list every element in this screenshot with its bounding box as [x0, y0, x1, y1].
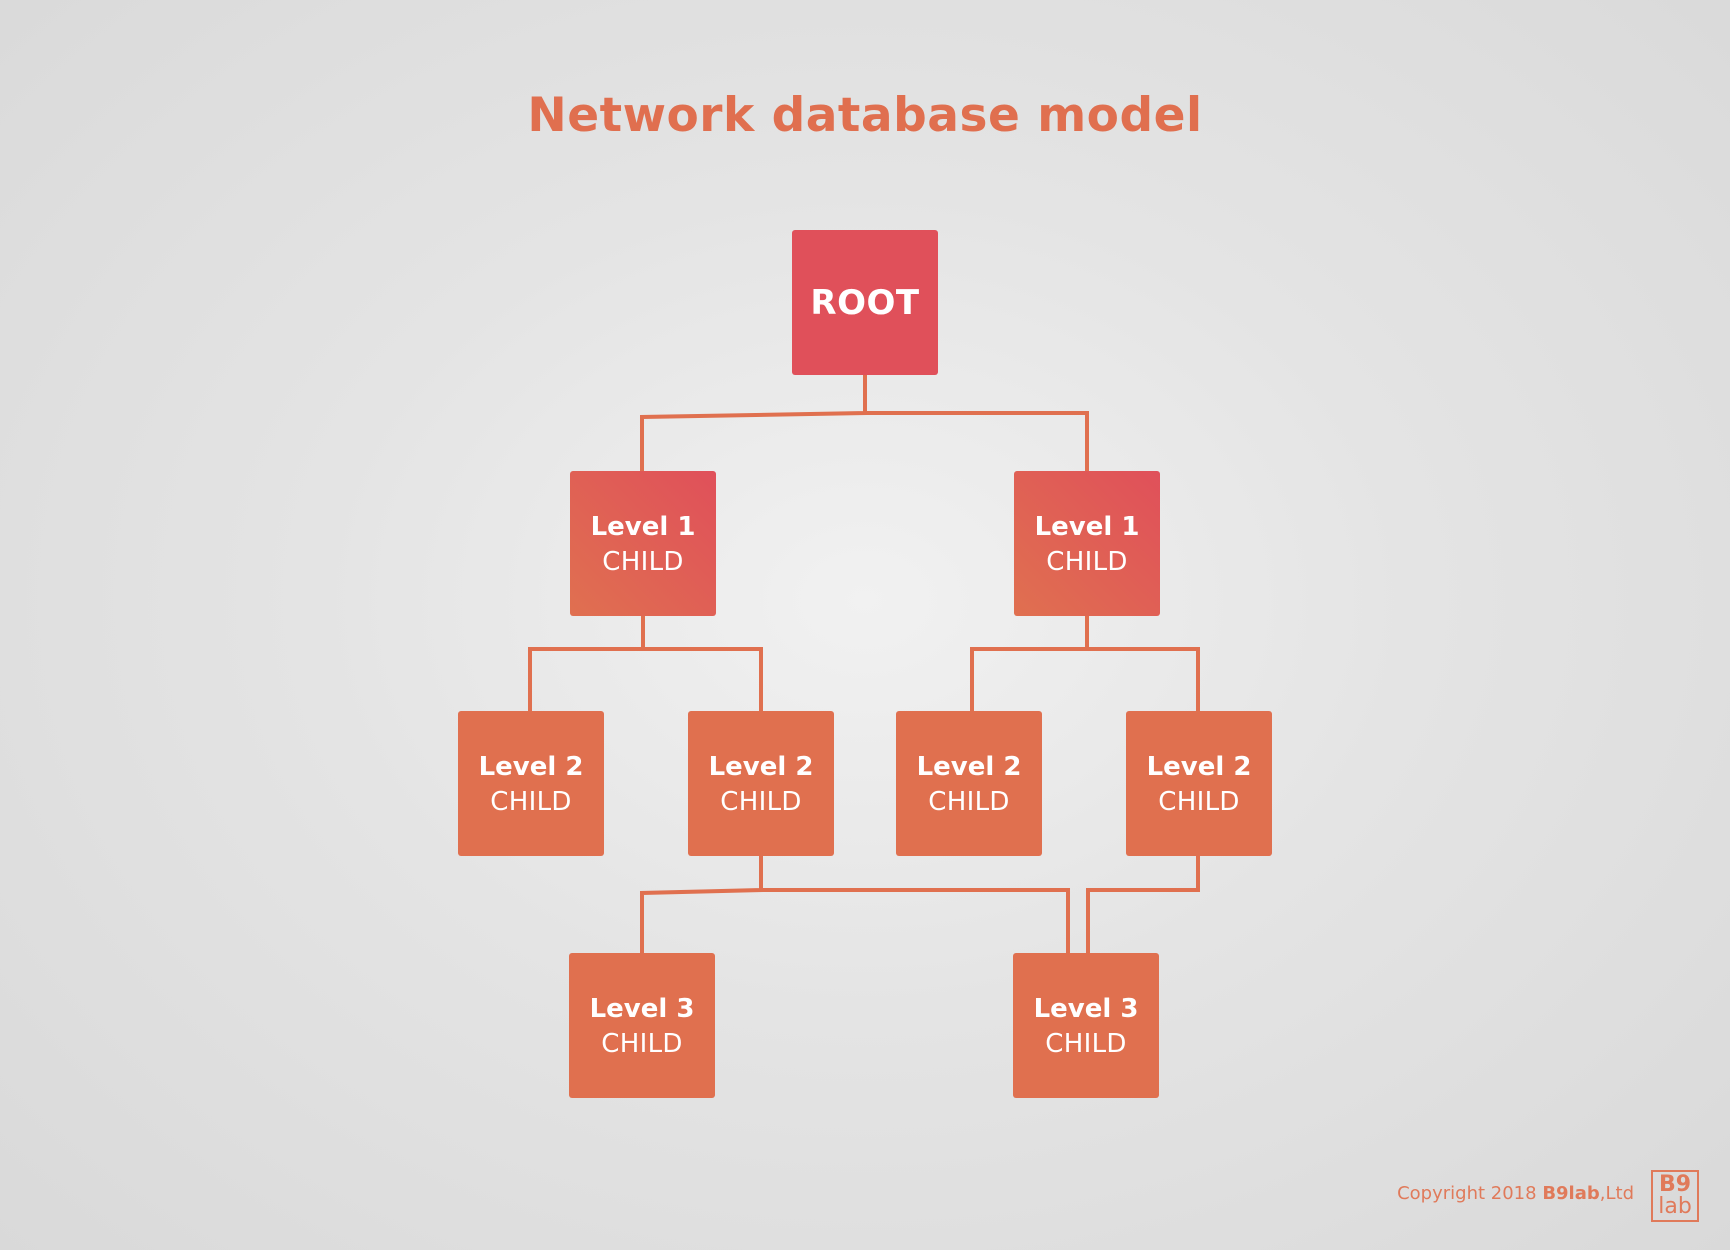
copyright-brand: B9lab [1542, 1183, 1600, 1204]
root-node: ROOT [792, 230, 938, 375]
level2-child-c: Level 2 CHILD [896, 711, 1042, 856]
connector-l2b-l3 [640, 856, 763, 953]
logo-line1: B9 [1658, 1172, 1692, 1197]
node-kind: CHILD [928, 786, 1010, 817]
connector-l1right-l2 [970, 616, 1089, 711]
node-level: Level 2 [708, 751, 814, 782]
copyright-notice: Copyright 2018 B9lab,Ltd [1397, 1183, 1634, 1204]
connector-l1left-l2b [643, 647, 763, 711]
node-kind: CHILD [1046, 546, 1128, 577]
node-level: Level 1 [1034, 511, 1140, 542]
connector-root-l1-right [865, 411, 1089, 471]
copyright-text: Copyright 2018 [1397, 1183, 1543, 1204]
level1-child-left: Level 1 CHILD [570, 471, 716, 616]
level1-child-right: Level 1 CHILD [1014, 471, 1160, 616]
level2-child-a: Level 2 CHILD [458, 711, 604, 856]
node-level: Level 2 [478, 751, 584, 782]
root-label: ROOT [810, 282, 920, 323]
node-level: Level 2 [1146, 751, 1252, 782]
level3-child-right: Level 3 CHILD [1013, 953, 1159, 1098]
diagram-title: Network database model [527, 88, 1203, 143]
node-kind: CHILD [601, 1028, 683, 1059]
node-level: Level 2 [916, 751, 1022, 782]
connector-l2d-l3right [1086, 856, 1200, 953]
connector-l2b-l3right [761, 888, 1070, 953]
node-level: Level 1 [590, 511, 696, 542]
node-level: Level 3 [589, 993, 695, 1024]
copyright-suffix: ,Ltd [1599, 1183, 1634, 1204]
logo-line2: lab [1658, 1194, 1692, 1219]
node-kind: CHILD [720, 786, 802, 817]
connector-l1right-l2d [1087, 647, 1200, 711]
b9lab-logo: B9 lab [1651, 1170, 1699, 1222]
node-level: Level 3 [1033, 993, 1139, 1024]
node-kind: CHILD [602, 546, 684, 577]
level3-child-left: Level 3 CHILD [569, 953, 715, 1098]
node-kind: CHILD [490, 786, 572, 817]
node-kind: CHILD [1158, 786, 1240, 817]
connector-root-l1 [640, 375, 867, 471]
level2-child-d: Level 2 CHILD [1126, 711, 1272, 856]
node-kind: CHILD [1045, 1028, 1127, 1059]
level2-child-b: Level 2 CHILD [688, 711, 834, 856]
connector-l1left-l2 [528, 616, 645, 711]
